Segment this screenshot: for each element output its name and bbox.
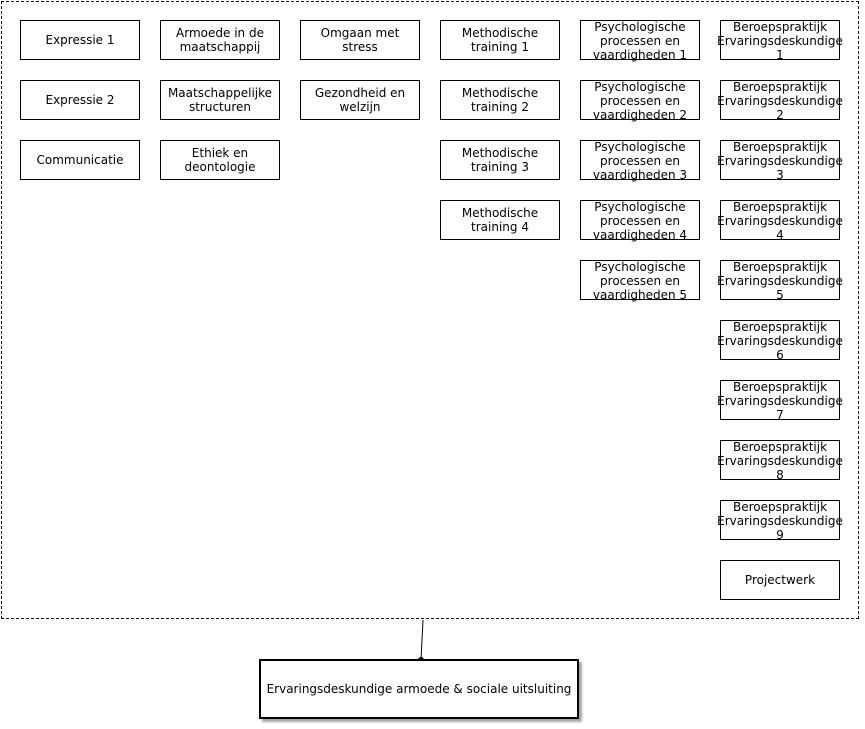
course-label: Beroepspraktijk Ervaringsdeskundige 7 [717, 380, 843, 422]
course-label: Methodische training 1 [461, 26, 539, 54]
course-label: Beroepspraktijk Ervaringsdeskundige 3 [717, 140, 843, 182]
course-label: Beroepspraktijk Ervaringsdeskundige 2 [717, 80, 843, 122]
course-label: Beroepspraktijk Ervaringsdeskundige 6 [717, 320, 843, 362]
course-label: Ethiek en deontologie [184, 146, 256, 174]
course-node[interactable]: Psychologische processen en vaardigheden… [580, 140, 700, 182]
course-node[interactable]: Omgaan met stress [300, 20, 420, 60]
main-program-node[interactable]: Ervaringsdeskundige armoede & sociale ui… [259, 659, 579, 719]
course-node[interactable]: Gezondheid en welzijn [300, 80, 420, 120]
course-label: Gezondheid en welzijn [314, 86, 406, 114]
course-label: Beroepspraktijk Ervaringsdeskundige 4 [717, 200, 843, 242]
course-node[interactable]: Projectwerk [720, 560, 840, 600]
course-node[interactable]: Beroepspraktijk Ervaringsdeskundige 3 [717, 140, 843, 182]
course-node[interactable]: Beroepspraktijk Ervaringsdeskundige 2 [717, 80, 843, 122]
course-label: Psychologische processen en vaardigheden… [592, 20, 688, 62]
course-node[interactable]: Expressie 2 [20, 80, 140, 120]
course-label: Beroepspraktijk Ervaringsdeskundige 8 [717, 440, 843, 482]
course-node[interactable]: Psychologische processen en vaardigheden… [580, 80, 700, 122]
course-node[interactable]: Methodische training 1 [440, 20, 560, 60]
course-label: Expressie 2 [45, 93, 115, 107]
course-node[interactable]: Psychologische processen en vaardigheden… [580, 260, 700, 302]
course-node[interactable]: Maatschappelijke structuren [160, 80, 280, 120]
course-label: Psychologische processen en vaardigheden… [592, 260, 688, 302]
course-node[interactable]: Beroepspraktijk Ervaringsdeskundige 6 [717, 320, 843, 362]
course-node[interactable]: Methodische training 4 [440, 200, 560, 240]
course-label: Beroepspraktijk Ervaringsdeskundige 5 [717, 260, 843, 302]
course-label: Projectwerk [744, 573, 816, 587]
course-label: Communicatie [36, 153, 124, 167]
course-label: Omgaan met stress [320, 26, 400, 54]
course-label: Methodische training 2 [461, 86, 539, 114]
course-label: Methodische training 4 [461, 206, 539, 234]
course-node[interactable]: Ethiek en deontologie [160, 140, 280, 180]
course-label: Maatschappelijke structuren [167, 86, 273, 114]
main-program-label: Ervaringsdeskundige armoede & sociale ui… [266, 682, 572, 696]
course-node[interactable]: Methodische training 3 [440, 140, 560, 180]
course-node[interactable]: Communicatie [20, 140, 140, 180]
course-node[interactable]: Beroepspraktijk Ervaringsdeskundige 5 [717, 260, 843, 302]
course-label: Psychologische processen en vaardigheden… [592, 200, 688, 242]
course-node[interactable]: Armoede in de maatschappij [160, 20, 280, 60]
course-label: Psychologische processen en vaardigheden… [592, 140, 688, 182]
course-label: Psychologische processen en vaardigheden… [592, 80, 688, 122]
course-node[interactable]: Methodische training 2 [440, 80, 560, 120]
course-label: Beroepspraktijk Ervaringsdeskundige 1 [717, 20, 843, 62]
connector-line [420, 619, 424, 661]
course-node[interactable]: Beroepspraktijk Ervaringsdeskundige 7 [717, 380, 843, 422]
course-label: Expressie 1 [45, 33, 115, 47]
course-node[interactable]: Psychologische processen en vaardigheden… [580, 200, 700, 242]
course-node[interactable]: Beroepspraktijk Ervaringsdeskundige 4 [717, 200, 843, 242]
course-label: Methodische training 3 [461, 146, 539, 174]
course-node[interactable]: Beroepspraktijk Ervaringsdeskundige 1 [717, 20, 843, 62]
course-node[interactable]: Expressie 1 [20, 20, 140, 60]
course-node[interactable]: Psychologische processen en vaardigheden… [580, 20, 700, 62]
course-label: Beroepspraktijk Ervaringsdeskundige 9 [717, 500, 843, 542]
course-node[interactable]: Beroepspraktijk Ervaringsdeskundige 9 [717, 500, 843, 542]
course-group-frame [1, 1, 859, 619]
course-node[interactable]: Beroepspraktijk Ervaringsdeskundige 8 [717, 440, 843, 482]
course-label: Armoede in de maatschappij [176, 26, 264, 54]
